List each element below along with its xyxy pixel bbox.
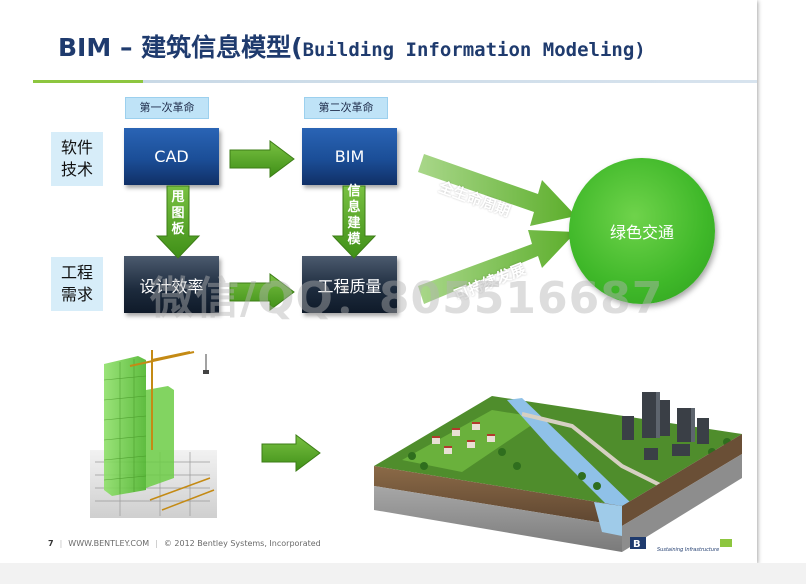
- arrow-cad-to-bim: [229, 140, 295, 178]
- footer-website: WWW.BENTLEY.COM: [68, 539, 150, 548]
- bentley-logo-image: B: [630, 537, 732, 550]
- row-label-line: 技术: [60, 160, 93, 179]
- tag-first-revolution: 第一次革命: [125, 97, 209, 119]
- title-main: BIM – 建筑信息模型(: [58, 33, 303, 62]
- vertical-char: 息: [347, 200, 361, 215]
- logo-tagline: Sustaining Infrastructure: [657, 547, 720, 553]
- arrow-design-to-quality: [229, 273, 295, 311]
- vertical-char: 板: [171, 222, 185, 237]
- label-drop-drawing-board: 甩 图 板: [170, 190, 186, 238]
- page-number: 7: [48, 539, 54, 548]
- slide-footer: 7|WWW.BENTLEY.COM|© 2012 Bentley Systems…: [48, 539, 321, 548]
- row-label-line: 软件: [60, 138, 93, 157]
- vertical-char: 图: [171, 206, 185, 221]
- circle-green-transport: 绿色交通: [569, 158, 715, 304]
- row-label-engineering: 工程 需求: [51, 257, 103, 311]
- window-bottom-strip: [0, 563, 806, 584]
- slide: BIM – 建筑信息模型(Building Information Modeli…: [33, 28, 757, 553]
- footer-copyright: © 2012 Bentley Systems, Incorporated: [163, 539, 321, 548]
- title-english: Building Information Modeling): [302, 39, 646, 61]
- arrow-building-to-city: [261, 434, 321, 472]
- tag-second-revolution: 第二次革命: [304, 97, 388, 119]
- box-cad: CAD: [124, 128, 219, 185]
- slide-title: BIM – 建筑信息模型(Building Information Modeli…: [58, 28, 646, 62]
- vertical-char: 建: [347, 216, 361, 231]
- label-information-modeling: 信 息 建 模: [346, 184, 362, 248]
- box-engineering-quality: 工程质量: [302, 256, 397, 313]
- row-label-line: 工程: [60, 263, 93, 282]
- svg-text:B: B: [633, 539, 641, 550]
- watermark: 微信/QQ：805516687: [150, 273, 664, 324]
- title-underline: [33, 80, 757, 83]
- vertical-char: 甩: [171, 190, 185, 205]
- arrow-cad-down: [155, 185, 201, 259]
- vertical-char: 模: [347, 232, 361, 247]
- city-terrain-image: [374, 392, 742, 552]
- box-bim: BIM: [302, 128, 397, 185]
- box-design-efficiency: 设计效率: [124, 256, 219, 313]
- arrow-lifecycle: [418, 154, 576, 226]
- arrow-bim-down: [331, 185, 377, 259]
- building-model-image: [90, 350, 217, 518]
- arrow-sustainable: [418, 230, 576, 304]
- row-label-line: 需求: [60, 285, 93, 304]
- vertical-char: 信: [347, 184, 361, 199]
- row-label-software: 软件 技术: [51, 132, 103, 186]
